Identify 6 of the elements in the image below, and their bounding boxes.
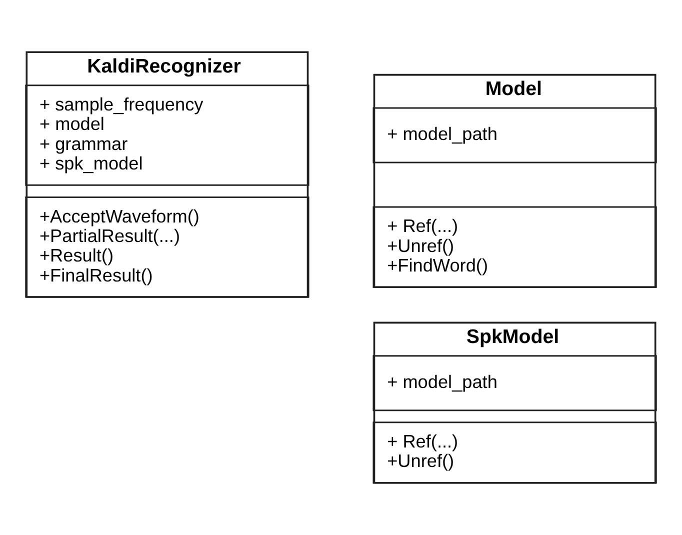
node-box: +AcceptWaveform() +PartialResult(...) +Result() +FinalResult() [25, 196, 310, 298]
node-box: + Ref(...) +Unref() +FindWord() [372, 206, 657, 288]
node-box: + Ref(...) +Unref() [372, 422, 657, 484]
node-box: + model_path [372, 355, 657, 412]
node-box: + model_path [372, 107, 657, 164]
node-box: + sample_frequency + model + grammar + spk_model [25, 84, 310, 186]
